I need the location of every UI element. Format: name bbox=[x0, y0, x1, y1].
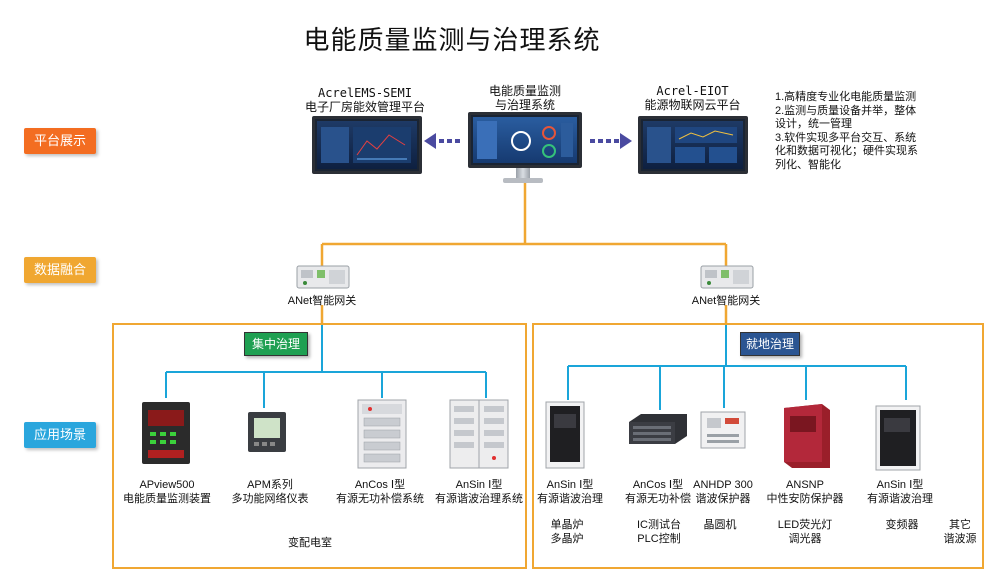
scene-r3-line1: 晶圆机 bbox=[703, 519, 737, 531]
device-r5-label: AnSin Ⅰ型 有源谐波治理 bbox=[858, 478, 942, 506]
side-label-data-fusion: 数据融合 bbox=[24, 257, 96, 283]
platform-center-line1: 电能质量监测 bbox=[488, 84, 561, 98]
device-r4-name: ANSNP bbox=[786, 479, 824, 491]
scene-r2-line1: IC测试台 bbox=[637, 519, 681, 531]
platform-right-line1: Acrel-EIOT bbox=[656, 84, 729, 98]
device-r1-name: AnSin Ⅰ型 bbox=[546, 479, 594, 491]
device-apm-label: APM系列 多功能网络仪表 bbox=[222, 478, 318, 506]
scene-r4-line1: LED荧光灯 bbox=[777, 519, 833, 531]
note-line-6: 列化、智能化 bbox=[775, 158, 841, 171]
monitor-center-base bbox=[503, 178, 543, 183]
scene-r4: LED荧光灯 调光器 bbox=[770, 518, 840, 546]
scene-r1: 单晶炉 多晶炉 bbox=[532, 518, 602, 546]
note-line-4: 3.软件实现多平台交互、系统 bbox=[775, 131, 917, 144]
note-line-5: 化和数据可视化；硬件实现系 bbox=[775, 145, 918, 157]
platform-left-line1: AcrelEMS-SEMI bbox=[318, 86, 412, 100]
section-label-local: 就地治理 bbox=[740, 332, 800, 356]
device-ansin-desc: 有源谐波治理系统 bbox=[435, 493, 523, 505]
monitor-right-frame bbox=[638, 116, 748, 174]
apview500-device-icon bbox=[142, 402, 190, 464]
device-r2-name: AnCos Ⅰ型 bbox=[632, 479, 684, 491]
platform-center-caption: 电能质量监测 与治理系统 bbox=[470, 84, 580, 112]
scene-r1-line2: 多晶炉 bbox=[550, 533, 584, 545]
device-ansin-name: AnSin Ⅰ型 bbox=[455, 479, 503, 491]
gateway-device-icon bbox=[296, 265, 350, 289]
scene-r2-line2: PLC控制 bbox=[637, 533, 681, 545]
device-apview500-desc: 电能质量监测装置 bbox=[123, 493, 211, 505]
device-r5-name: AnSin Ⅰ型 bbox=[876, 479, 924, 491]
scene-r5-line1: 变频器 bbox=[885, 519, 919, 531]
scene-r1-line1: 单晶炉 bbox=[550, 519, 584, 531]
device-r1-desc: 有源谐波治理 bbox=[537, 493, 603, 505]
scene-r5: 变频器 bbox=[872, 518, 932, 532]
gateway-device-icon bbox=[700, 265, 754, 289]
section-label-centralized: 集中治理 bbox=[244, 332, 308, 356]
screen-chart-icon bbox=[321, 127, 411, 163]
platform-center-line2: 与治理系统 bbox=[494, 98, 555, 112]
note-line-1: 1.高精度专业化电能质量监测 bbox=[775, 91, 917, 103]
scene-r3: 晶圆机 bbox=[690, 518, 750, 532]
side-label-platform: 平台展示 bbox=[24, 128, 96, 154]
ansin-wall-unit-icon bbox=[875, 405, 921, 471]
scene-substation: 变配电室 bbox=[288, 537, 332, 549]
feature-notes: 1.高精度专业化电能质量监测 2.监测与质量设备并举，整体 设计，统一管理 3.… bbox=[775, 91, 935, 172]
screen-dashboard-icon bbox=[477, 121, 573, 159]
device-ancos-desc: 有源无功补偿系统 bbox=[336, 493, 424, 505]
gateway-right-label: ANet智能网关 bbox=[691, 295, 761, 307]
device-r3-label: ANHDP 300 谐波保护器 bbox=[688, 478, 758, 506]
gateway-left-label: ANet智能网关 bbox=[287, 295, 357, 307]
device-r5-desc: 有源谐波治理 bbox=[867, 493, 933, 505]
device-ancos-label: AnCos Ⅰ型 有源无功补偿系统 bbox=[325, 478, 435, 506]
device-apm-desc: 多功能网络仪表 bbox=[231, 493, 309, 505]
scene-r4-line2: 调光器 bbox=[788, 533, 822, 545]
platform-left-line2: 电子厂房能效管理平台 bbox=[304, 100, 425, 114]
monitor-left-frame bbox=[312, 116, 422, 174]
ancos-rack-unit-icon bbox=[629, 414, 687, 444]
ansin-wall-unit-icon bbox=[545, 401, 585, 469]
scene-r6: 其它 谐波源 bbox=[938, 518, 982, 546]
page-title: 电能质量监测与治理系统 bbox=[303, 25, 601, 55]
device-r2-desc: 有源无功补偿 bbox=[625, 493, 691, 505]
device-r1-label: AnSin Ⅰ型 有源谐波治理 bbox=[528, 478, 612, 506]
apm-meter-icon bbox=[248, 412, 286, 452]
anhdp-module-icon bbox=[700, 411, 746, 449]
ansin-cabinet-icon bbox=[449, 399, 509, 469]
platform-left-caption: AcrelEMS-SEMI 电子厂房能效管理平台 bbox=[290, 86, 440, 114]
device-ancos-name: AnCos Ⅰ型 bbox=[354, 479, 406, 491]
ansnp-protector-icon bbox=[784, 404, 830, 468]
monitor-center-frame bbox=[468, 112, 582, 168]
scene-r6-line1: 其它 bbox=[949, 519, 971, 531]
section-centralized bbox=[112, 323, 527, 569]
note-line-3: 设计，统一管理 bbox=[775, 118, 852, 130]
monitor-right bbox=[638, 116, 748, 174]
scene-r6-line2: 谐波源 bbox=[943, 533, 977, 545]
device-apview500-name: APview500 bbox=[139, 479, 195, 491]
monitor-center-stand bbox=[516, 168, 530, 178]
screen-cloud-icon bbox=[647, 127, 737, 163]
note-line-2: 2.监测与质量设备并举，整体 bbox=[775, 104, 917, 117]
platform-right-line2: 能源物联网云平台 bbox=[644, 98, 741, 112]
platform-right-caption: Acrel-EIOT 能源物联网云平台 bbox=[630, 84, 755, 112]
device-ansin-label: AnSin Ⅰ型 有源谐波治理系统 bbox=[424, 478, 534, 506]
device-r4-label: ANSNP 中性安防保护器 bbox=[760, 478, 850, 506]
device-r3-name: ANHDP 300 bbox=[693, 479, 753, 491]
section-local bbox=[532, 323, 984, 569]
device-apview500-label: APview500 电能质量监测装置 bbox=[112, 478, 222, 506]
monitor-left bbox=[312, 116, 422, 174]
device-r4-desc: 中性安防保护器 bbox=[766, 493, 844, 505]
device-r2-label: AnCos Ⅰ型 有源无功补偿 bbox=[618, 478, 698, 506]
scene-r2: IC测试台 PLC控制 bbox=[624, 518, 694, 546]
monitor-center bbox=[468, 112, 584, 184]
side-label-scenarios: 应用场景 bbox=[24, 422, 96, 448]
device-r3-desc: 谐波保护器 bbox=[695, 493, 751, 505]
device-apm-name: APM系列 bbox=[247, 479, 293, 491]
ancos-cabinet-icon bbox=[357, 399, 407, 469]
